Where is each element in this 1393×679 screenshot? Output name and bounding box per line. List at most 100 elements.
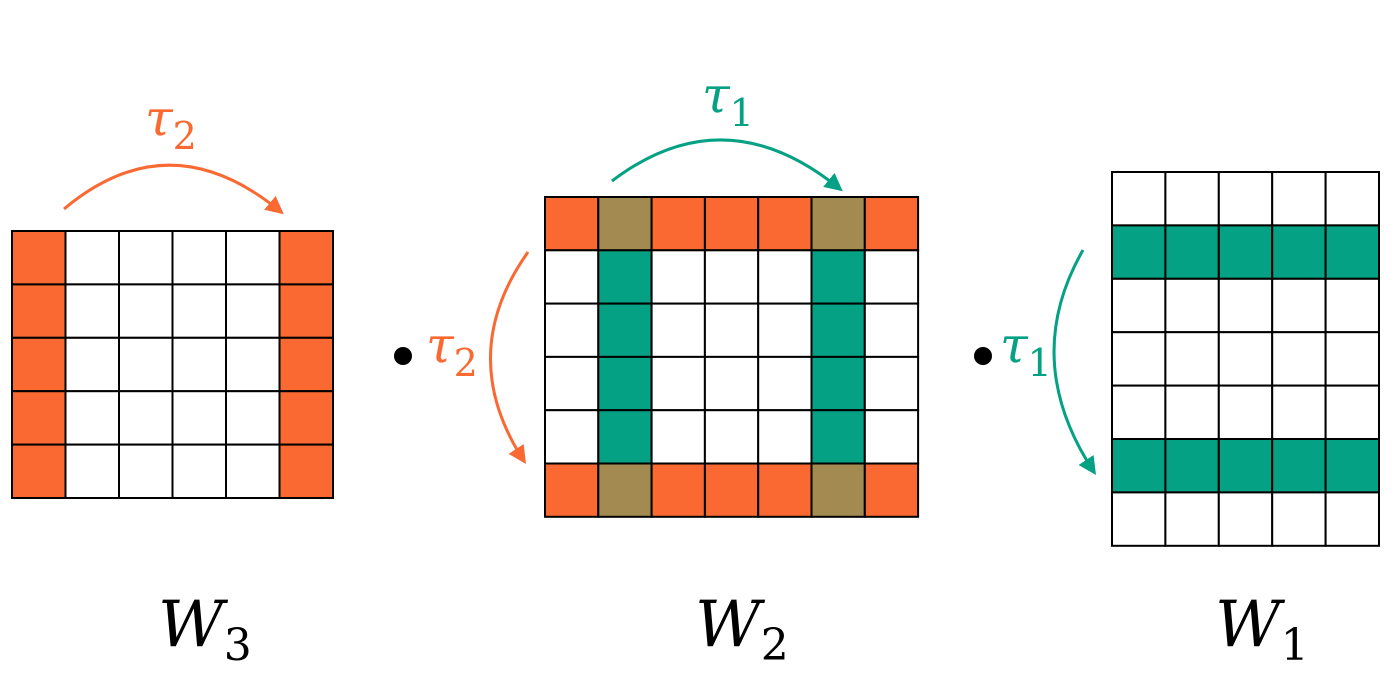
matrix-w1-cell bbox=[1111, 277, 1167, 334]
matrix-w1-cell bbox=[1111, 384, 1167, 441]
matrix-w1-cell bbox=[1164, 491, 1220, 547]
matrix-w3-cell bbox=[118, 336, 174, 393]
matrix-w3-cell bbox=[118, 230, 174, 286]
matrix-w3-grid bbox=[11, 230, 334, 500]
matrix-w2-cell bbox=[597, 196, 653, 252]
matrix-w1-cell bbox=[1324, 331, 1380, 387]
matrix-w1-cell bbox=[1324, 384, 1380, 441]
matrix-w3-cell bbox=[171, 336, 227, 393]
matrix-w3-cell bbox=[64, 443, 120, 500]
matrix-w2-cell bbox=[863, 196, 920, 252]
matrix-w3-cell bbox=[171, 443, 227, 500]
matrix-w1-cell bbox=[1111, 438, 1167, 494]
tau1-side-arrow bbox=[1052, 249, 1096, 476]
matrix-w1-cell bbox=[1217, 277, 1274, 334]
matrix-w1-cell bbox=[1111, 331, 1167, 387]
matrix-w1-cell bbox=[1324, 438, 1380, 494]
matrix-w2-cell bbox=[597, 355, 653, 412]
matrix-w2-cell bbox=[544, 462, 600, 518]
matrix-w2-cell bbox=[703, 462, 760, 518]
matrix-w1-label: W1 bbox=[1215, 588, 1309, 671]
matrix-w1-cell bbox=[1217, 384, 1274, 441]
matrix-w2-cell bbox=[597, 249, 653, 305]
tau2-top-arrow bbox=[63, 163, 284, 215]
matrix-w3-cell bbox=[225, 336, 281, 393]
matrix-w2-cell bbox=[703, 409, 760, 465]
matrix-w2-cell bbox=[863, 462, 920, 518]
matrix-w3-cell bbox=[278, 230, 334, 286]
matrix-w2-cell bbox=[810, 249, 866, 305]
matrix-w3-cell bbox=[11, 336, 67, 393]
matrix-w3-cell bbox=[171, 390, 227, 446]
matrix-w2-cell bbox=[863, 302, 920, 358]
matrix-w2-cell bbox=[810, 355, 866, 412]
matrix-w3-cell bbox=[278, 390, 334, 446]
matrix-w2-cell bbox=[597, 409, 653, 465]
matrix-w2-cell bbox=[863, 249, 920, 305]
matrix-w3-cell bbox=[64, 336, 120, 393]
matrix-w1-cell bbox=[1271, 171, 1327, 227]
matrix-w1-cell bbox=[1164, 438, 1220, 494]
tau2-top-label: τ2 bbox=[145, 89, 197, 158]
matrix-w3-cell bbox=[11, 443, 67, 500]
matrix-w1-cell bbox=[1111, 171, 1167, 227]
matrix-w1-cell bbox=[1217, 224, 1274, 280]
matrix-w1-cell bbox=[1164, 331, 1220, 387]
matrix-w2-cell bbox=[544, 196, 600, 252]
matrix-w1-grid bbox=[1111, 171, 1380, 547]
matrix-w3-cell bbox=[225, 283, 281, 339]
matrix-w3-cell bbox=[64, 230, 120, 286]
tau2-side-arrow bbox=[489, 251, 530, 465]
matrix-w3-cell bbox=[118, 390, 174, 446]
matrix-w2-cell bbox=[650, 249, 706, 305]
matrix-w3-cell bbox=[278, 443, 334, 500]
matrix-w2-label: W2 bbox=[695, 588, 789, 671]
matrix-w2-grid bbox=[544, 196, 920, 518]
product-operator-2 bbox=[974, 347, 992, 365]
matrix-w3-cell bbox=[225, 230, 281, 286]
matrix-w2-cell bbox=[544, 249, 600, 305]
tau1-top-arrow bbox=[611, 138, 843, 192]
matrix-w2-cell bbox=[757, 355, 813, 412]
matrix-w1-cell bbox=[1324, 491, 1380, 547]
matrix-w2-cell bbox=[544, 302, 600, 358]
matrix-w2-cell bbox=[544, 355, 600, 412]
tau1-side-label: τ1 bbox=[1000, 316, 1052, 385]
matrix-w3-cell bbox=[171, 283, 227, 339]
matrix-w2-cell bbox=[650, 355, 706, 412]
tau2-side-label: τ2 bbox=[426, 316, 478, 385]
matrix-w1-cell bbox=[1324, 171, 1380, 227]
matrix-w1-cell bbox=[1271, 331, 1327, 387]
matrix-w1-cell bbox=[1271, 277, 1327, 334]
matrix-w1-cell bbox=[1217, 171, 1274, 227]
matrix-w2-cell bbox=[757, 462, 813, 518]
matrix-w1-cell bbox=[1217, 438, 1274, 494]
matrix-w3-cell bbox=[11, 390, 67, 446]
matrix-w2-cell bbox=[703, 355, 760, 412]
matrix-w3-cell bbox=[64, 390, 120, 446]
matrix-w1-cell bbox=[1111, 491, 1167, 547]
matrix-w3-cell bbox=[11, 230, 67, 286]
matrix-w3-cell bbox=[278, 283, 334, 339]
matrix-w3-cell bbox=[225, 390, 281, 446]
matrix-w2-cell bbox=[544, 409, 600, 465]
matrix-w2-cell bbox=[863, 409, 920, 465]
matrix-w1-cell bbox=[1324, 224, 1380, 280]
matrix-w1-cell bbox=[1164, 277, 1220, 334]
matrix-w2-cell bbox=[703, 302, 760, 358]
matrix-w1-cell bbox=[1271, 491, 1327, 547]
matrix-w3-cell bbox=[278, 336, 334, 393]
matrix-w1-cell bbox=[1164, 384, 1220, 441]
tau1-top-label: τ1 bbox=[702, 66, 754, 135]
matrix-w1-cell bbox=[1217, 491, 1274, 547]
product-operator-1 bbox=[394, 347, 412, 365]
matrix-w3-cell bbox=[11, 283, 67, 339]
matrix-w2-cell bbox=[757, 249, 813, 305]
matrix-w3-label: W3 bbox=[158, 588, 252, 671]
matrix-w2-cell bbox=[650, 196, 706, 252]
matrix-w3-cell bbox=[225, 443, 281, 500]
matrix-w2-cell bbox=[597, 302, 653, 358]
matrix-w2-cell bbox=[757, 302, 813, 358]
matrix-w2-cell bbox=[757, 196, 813, 252]
